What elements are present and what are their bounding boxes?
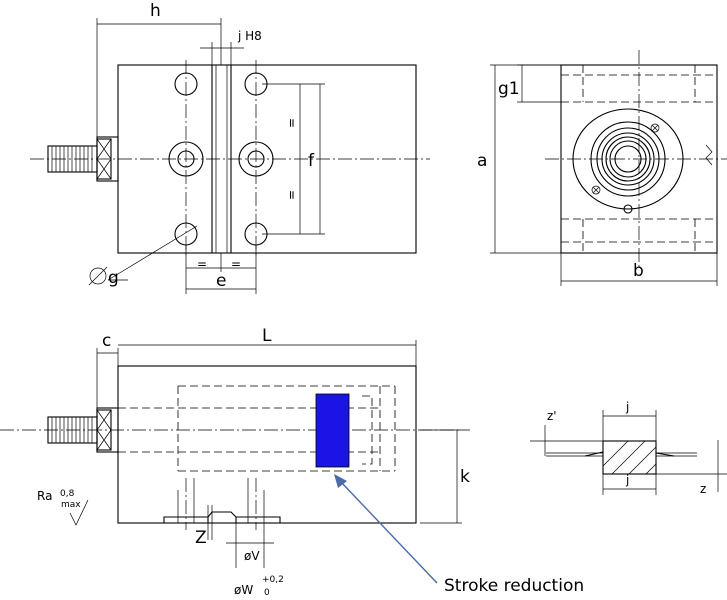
top-view: h j H8 f = = = = e g — [30, 1, 430, 294]
spacer-detail: z' j j z — [530, 400, 727, 496]
roughness-ra-value: 0,8 — [60, 489, 75, 499]
diameter-symbol-icon — [89, 267, 107, 285]
dim-g-label: g — [108, 268, 119, 288]
dim-j-top-label: j — [625, 400, 629, 414]
dim-L-label: L — [262, 326, 272, 346]
dim-w-tol-upper: +0,2 — [262, 575, 284, 585]
dim-b-label: b — [633, 261, 644, 281]
front-view-body — [117, 365, 417, 524]
eq-left-label: = — [197, 257, 207, 271]
dim-j-bottom-label: j — [625, 473, 629, 487]
dim-w-label: øW — [234, 583, 253, 597]
stroke-reduction-block — [315, 393, 350, 468]
dim-j-h8-label: j H8 — [237, 29, 262, 43]
callout-arrowhead-icon — [334, 474, 347, 488]
dim-g1-label: g1 — [498, 79, 520, 99]
eq-right-label: = — [231, 257, 241, 271]
eq-bottom-label: = — [285, 190, 299, 200]
dim-z-prime-label: z' — [547, 409, 557, 423]
hole — [238, 141, 274, 177]
dim-v-label: øV — [244, 549, 260, 563]
hole — [174, 72, 198, 96]
hole — [168, 141, 204, 177]
roughness-ra-max: max — [61, 500, 81, 510]
surface-finish-icon — [69, 499, 89, 526]
dim-z-label: z — [700, 482, 706, 496]
side-view: g1 a b — [477, 50, 727, 286]
dim-h-label: h — [150, 1, 161, 21]
roughness-ra-label: Ra — [37, 489, 52, 503]
dim-Z-label: Z — [195, 528, 207, 548]
front-view: c L k Z øV øW +0,2 0 Ra 0,8 max Stroke r… — [0, 326, 584, 598]
dim-k-label: k — [460, 467, 470, 487]
dim-w-tol-lower: 0 — [264, 588, 270, 598]
callout-arrow — [340, 481, 438, 584]
dim-e-label: e — [216, 271, 226, 291]
dim-c-label: c — [102, 331, 111, 351]
dim-f-label: f — [308, 151, 315, 171]
eq-top-label: = — [285, 118, 299, 128]
stroke-reduction-label: Stroke reduction — [444, 576, 584, 596]
dim-a-label: a — [477, 151, 487, 171]
spacer-block — [602, 440, 657, 475]
